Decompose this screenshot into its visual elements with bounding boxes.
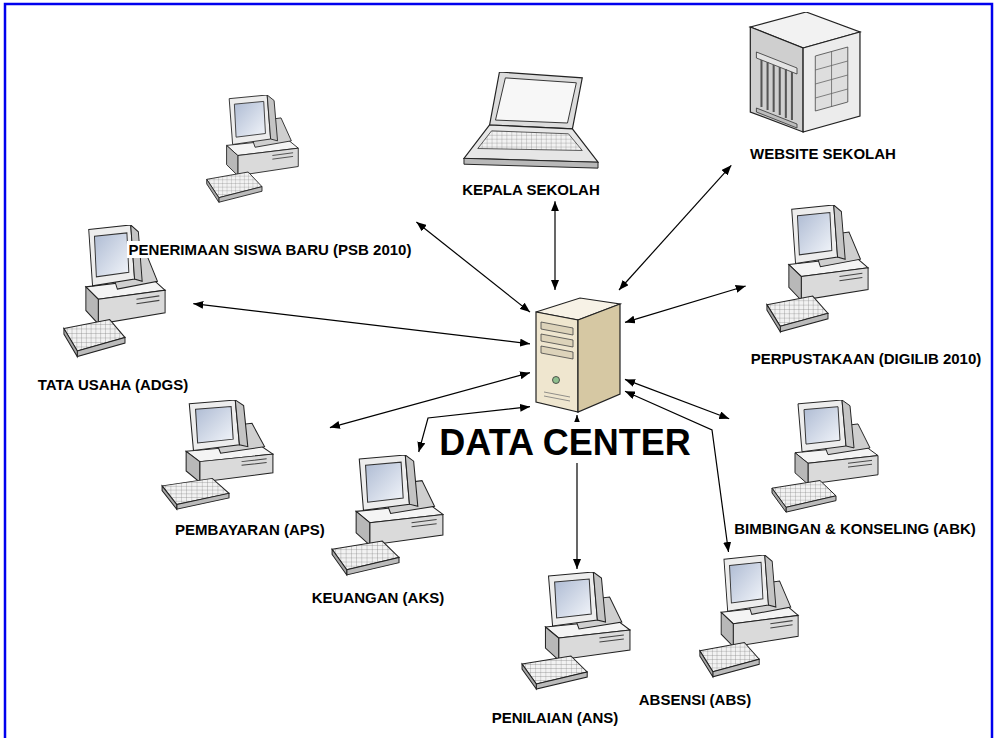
node-label: PEMBAYARAN (APS) [173, 521, 327, 538]
computer-icon [698, 555, 800, 680]
node-label: KEPALA SEKOLAH [460, 181, 602, 198]
connector-arrow [193, 304, 530, 344]
computer-node: KEUANGAN (AKS) [307, 452, 450, 609]
computer-icon [770, 400, 880, 515]
node-label: WEBSITE SEKOLAH [748, 145, 898, 162]
connector-arrow [625, 379, 729, 418]
node-label: TATA USAHA (ADGS) [36, 376, 191, 393]
computer-icon [765, 205, 870, 335]
building-node: WEBSITE SEKOLAH [727, 9, 901, 165]
building-icon [730, 12, 862, 137]
node-title: DATA CENTER [437, 422, 692, 463]
server-node: DATA CENTER [530, 290, 625, 415]
computer-icon [520, 572, 632, 692]
computer-node: PERPUSTAKAAN (DIGILIB 2010) [746, 202, 987, 370]
node-label: ABSENSI (ABS) [637, 691, 754, 708]
connector-arrow [619, 165, 731, 290]
node-label: PENILAIAN (ANS) [490, 709, 621, 726]
computer-icon [330, 455, 445, 578]
computer-node: PENERIMAAN SISWA BARU (PSB 2010) [124, 92, 417, 261]
node-label: PERPUSTAKAAN (DIGILIB 2010) [749, 350, 984, 367]
computer-icon [160, 400, 275, 512]
connector-arrow [554, 201, 555, 290]
node-label: PENERIMAAN SISWA BARU (PSB 2010) [127, 241, 414, 258]
computer-node: BIMBINGAN & KONSELING (ABK) [729, 397, 981, 540]
connector-arrow [416, 222, 530, 312]
server-icon [530, 290, 625, 415]
laptop-node: KEPALA SEKOLAH [457, 69, 605, 201]
node-label: KEUANGAN (AKS) [310, 589, 447, 606]
computer-icon [205, 95, 300, 205]
connector-arrow [625, 286, 746, 322]
connector-arrow [625, 391, 729, 552]
computer-node: PENILAIAN (ANS) [487, 569, 635, 729]
node-label: BIMBINGAN & KONSELING (ABK) [732, 520, 978, 537]
connector-arrow [330, 373, 530, 428]
computer-node: PEMBAYARAN (APS) [157, 397, 330, 541]
computer-node: ABSENSI (ABS) [634, 552, 803, 711]
laptop-icon [462, 72, 600, 175]
frame-border [5, 4, 992, 738]
